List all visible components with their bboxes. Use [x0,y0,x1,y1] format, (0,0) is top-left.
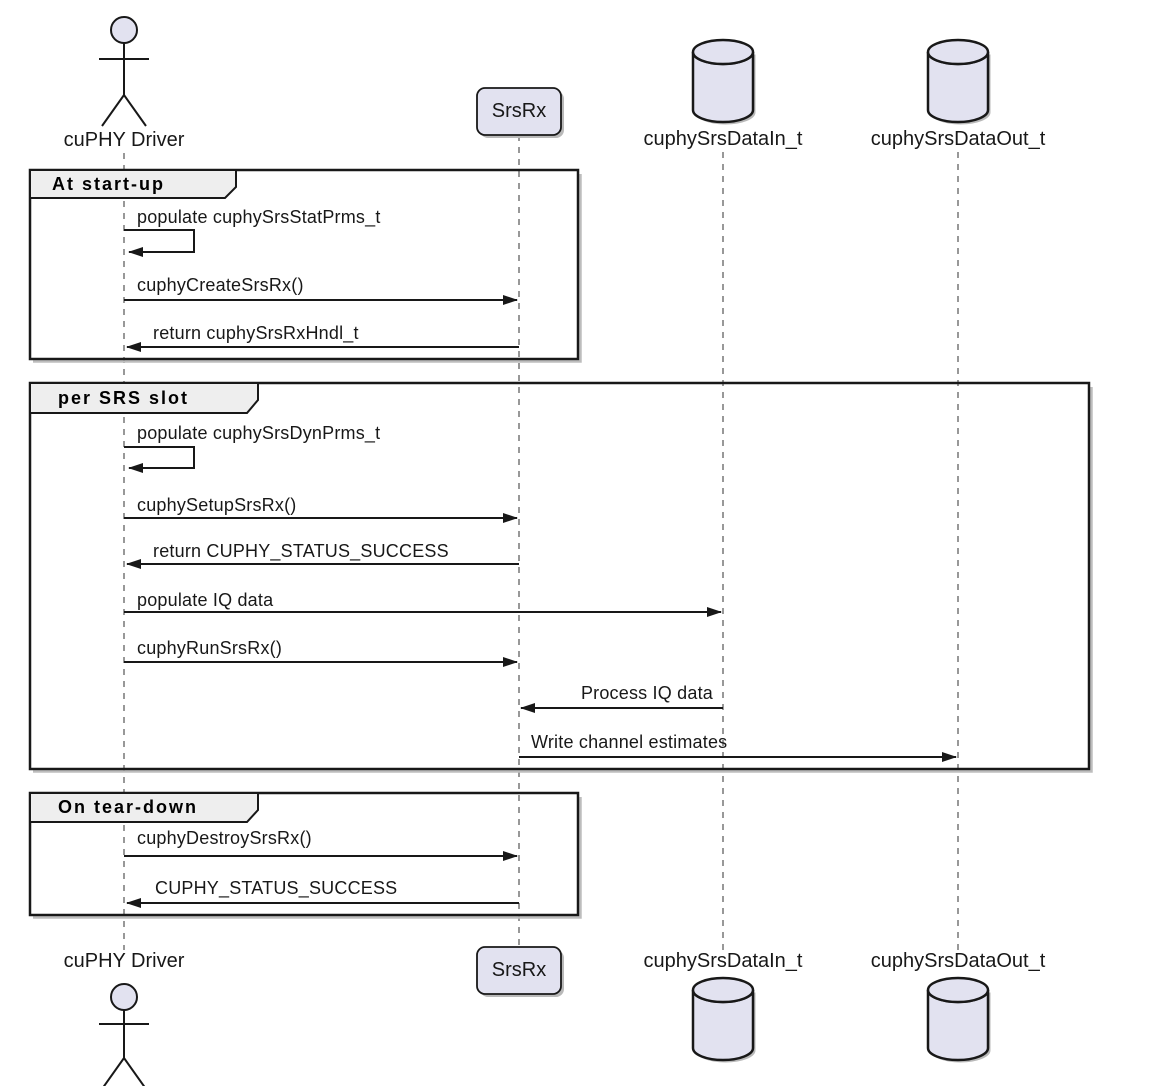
participant-box-srsrx-top [476,87,564,138]
message-label-cuphyrunsrsrx: cuphyRunSrsRx() [137,638,283,658]
actor-figure-bottom [99,983,149,1086]
participant-box [476,87,562,136]
frame-shadow [33,797,582,919]
frame-per-srs-slot [28,381,1093,773]
participant-label-driver-top: cuPHY Driver [63,129,185,151]
frame-border [28,791,580,917]
database-icon-datain-bottom [691,976,756,1063]
message-label-process-iq-data: Process IQ data [580,683,713,703]
frame-title-at-start-up: At start-up [52,174,165,194]
participant-box [476,946,562,995]
frame-border [28,168,580,361]
self-arrow-populate-dynprms [124,446,195,473]
database-rim [926,38,990,66]
message-label-cuphysetupsrsrx: cuphySetupSrsRx() [137,495,297,515]
frame-title-on-tear-down: On tear-down [58,797,198,817]
frame-at-start-up [28,168,582,363]
message-label-cuphydestroysrsrx: cuphyDestroySrsRx() [137,828,312,848]
frame-on-tear-down [28,791,582,919]
message-label-populate-iq-data: populate IQ data [137,590,274,610]
participant-label-dataout-top: cuphySrsDataOut_t [870,128,1046,150]
message-label-populate-statprms: populate cuphySrsStatPrms_t [137,207,381,227]
frame-shadow [33,387,1093,773]
participant-label-datain-bottom: cuphySrsDataIn_t [643,950,803,972]
participant-label-driver-bottom: cuPHY Driver [63,950,185,972]
database-icon-dataout-top [926,38,991,125]
actor-figure-top [99,16,149,127]
database-icon-dataout-bottom [926,976,991,1063]
database-rim [926,976,990,1004]
frame-title-per-srs-slot: per SRS slot [58,388,190,408]
message-label-populate-dynprms: populate cuphySrsDynPrms_t [137,423,381,443]
participant-label-dataout-bottom: cuphySrsDataOut_t [870,950,1046,972]
message-label-write-channel-estimates: Write channel estimates [531,732,728,752]
participant-box-srsrx-bottom [476,946,564,997]
participant-label-srsrx-top: SrsRx [491,100,547,122]
frame-label-pentagon [29,169,237,199]
actor-body [99,1010,149,1086]
participant-label-srsrx-bottom: SrsRx [491,959,547,981]
actor-body [99,43,149,127]
actor-head [110,16,138,44]
frame-label-pentagon [29,792,259,823]
frame-border [28,381,1091,771]
actor-head [110,983,138,1011]
database-rim [691,38,755,66]
frame-shadow [33,174,582,363]
self-arrow-populate-statprms [124,229,195,257]
participant-label-datain-top: cuphySrsDataIn_t [643,128,803,150]
message-label-return-status-success: return CUPHY_STATUS_SUCCESS [153,541,449,561]
message-label-cuphycreatesrsrx: cuphyCreateSrsRx() [137,275,304,295]
frame-label-pentagon [29,382,259,414]
message-label-status-success: CUPHY_STATUS_SUCCESS [155,878,398,898]
database-rim [691,976,755,1004]
database-icon-datain-top [691,38,756,125]
message-label-return-srsrxhndl: return cuphySrsRxHndl_t [153,323,359,343]
